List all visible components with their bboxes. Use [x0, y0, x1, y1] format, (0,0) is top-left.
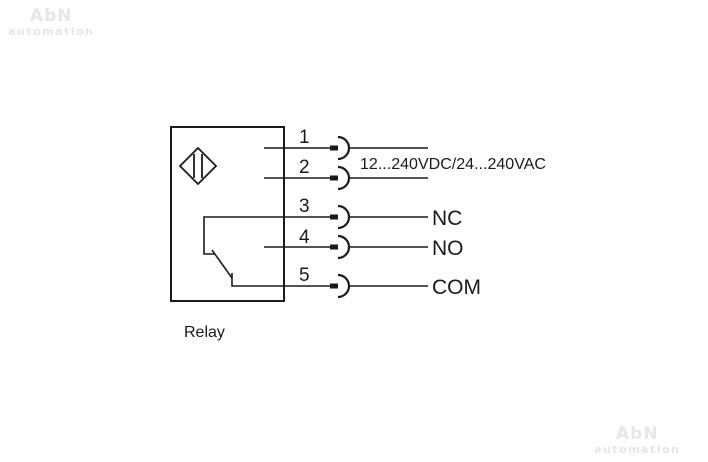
watermark-brand: AbN — [29, 6, 73, 26]
pin-1-wire — [264, 135, 428, 161]
nc-label: NC — [432, 207, 462, 230]
pin-3-wire — [264, 204, 428, 230]
pin-5-number: 5 — [299, 265, 310, 286]
no-label: NO — [432, 237, 464, 260]
pin-2-number: 2 — [299, 157, 310, 178]
sensor-housing — [170, 126, 285, 302]
pin-5-wire — [264, 273, 428, 299]
relay-contact-icon — [203, 216, 264, 287]
com-label: COM — [432, 276, 481, 299]
watermark-bottom: AbN automation — [594, 424, 681, 456]
supply-voltage-label: 12...240VDC/24...240VAC — [360, 156, 546, 173]
watermark-sub: automation — [594, 443, 681, 456]
pin-4-number: 4 — [299, 227, 310, 248]
caption: Relay — [184, 324, 225, 341]
pin-1-number: 1 — [299, 127, 310, 148]
watermark-top: AbN automation — [8, 6, 95, 38]
pin-2-wire — [264, 165, 428, 191]
pin-3-number: 3 — [299, 196, 310, 217]
pin-4-wire — [264, 234, 428, 260]
sensor-symbol-icon — [178, 146, 218, 186]
watermark-sub: automation — [8, 25, 95, 38]
watermark-brand: AbN — [615, 424, 659, 444]
